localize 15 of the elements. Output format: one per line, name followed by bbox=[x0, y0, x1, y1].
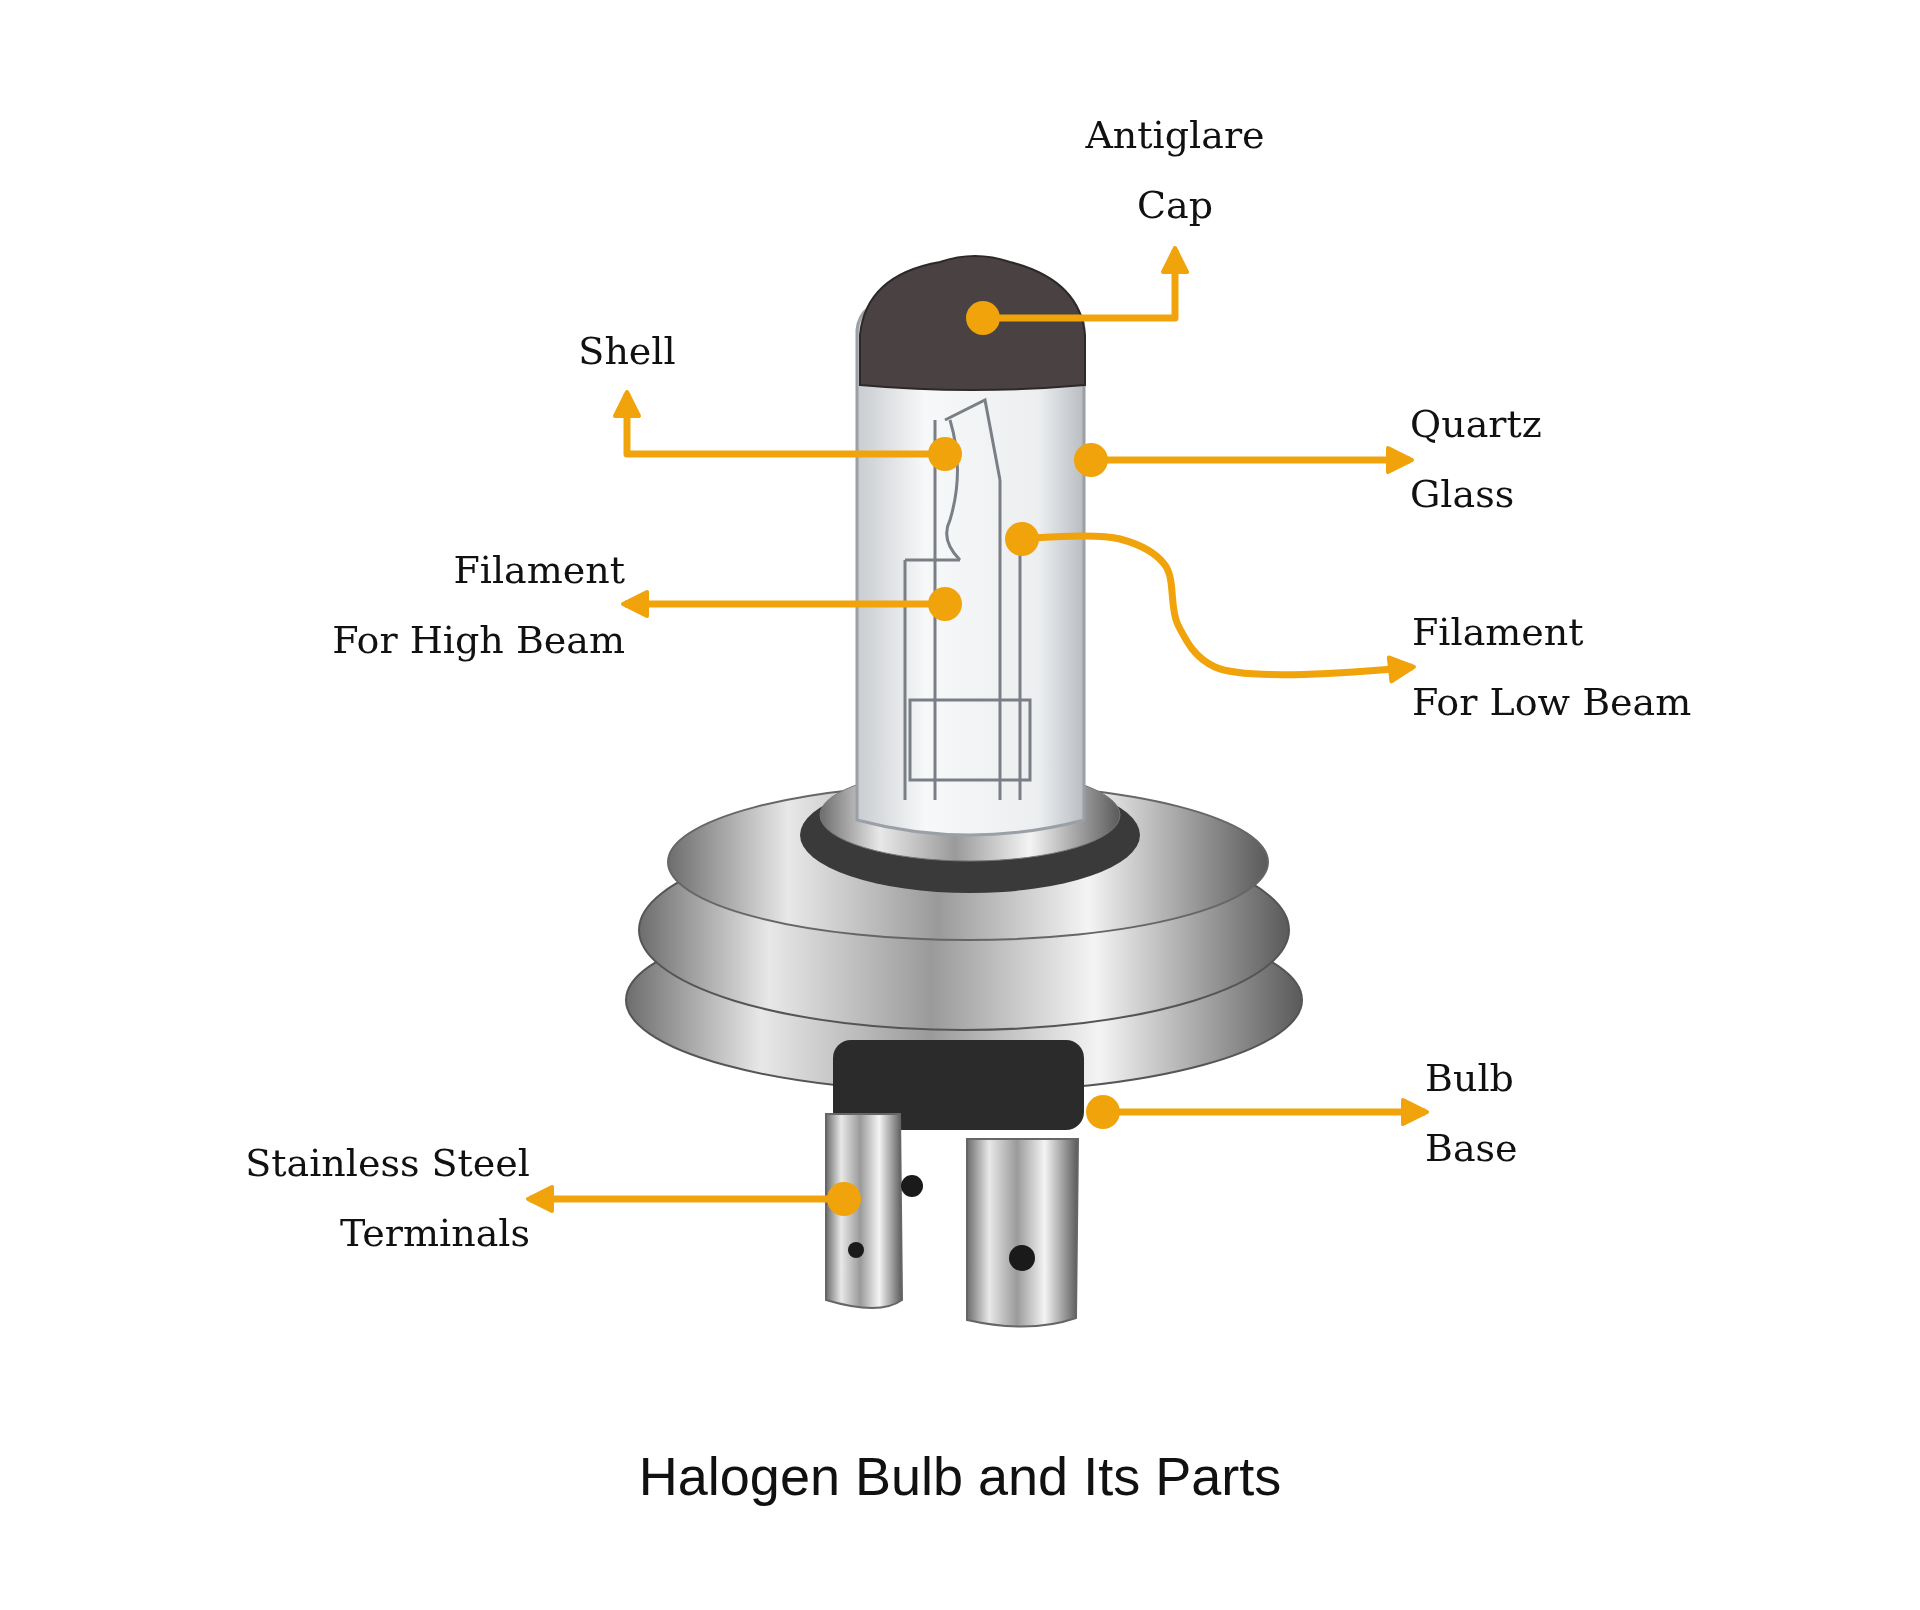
caption: Halogen Bulb and Its Parts bbox=[638, 1445, 1282, 1507]
leader-arrow bbox=[1086, 1095, 1429, 1129]
part-label: Bulb Base bbox=[1425, 1043, 1645, 1183]
part-label: Antiglare Cap bbox=[1050, 100, 1300, 250]
leader-arrow bbox=[966, 246, 1189, 335]
part-label: Filament For Low Beam bbox=[1412, 597, 1832, 737]
leader-arrow bbox=[526, 1182, 861, 1216]
leader-arrow bbox=[1005, 522, 1416, 684]
leader-arrow bbox=[613, 390, 962, 471]
part-label: Shell bbox=[547, 316, 707, 394]
leader-arrow bbox=[1074, 443, 1414, 477]
part-label: Quartz Glass bbox=[1410, 389, 1670, 529]
part-label: Filament For High Beam bbox=[245, 535, 625, 675]
part-label: Stainless Steel Terminals bbox=[110, 1128, 530, 1268]
leader-arrow bbox=[621, 587, 962, 621]
